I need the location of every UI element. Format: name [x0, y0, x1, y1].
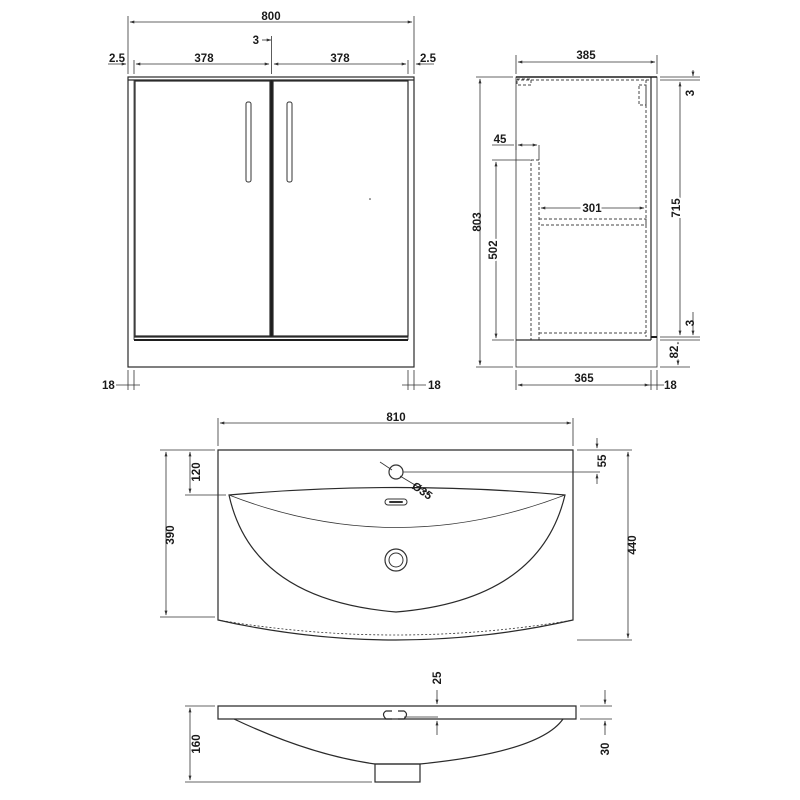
dim-bottom-gap: 3	[685, 320, 697, 326]
section-waste	[374, 763, 421, 783]
dim-shelf-depth: 301	[582, 203, 602, 215]
side-shelf	[538, 218, 647, 226]
dim-base-depth: 365	[574, 373, 594, 385]
basin-section-view: 25 160 30	[185, 671, 612, 783]
basin-bowl	[228, 486, 566, 613]
section-rim	[217, 705, 577, 720]
handle-left	[245, 101, 252, 183]
dim-door-right: 378	[330, 53, 350, 65]
dim-door-left: 378	[194, 53, 214, 65]
dim-bowl-depth: 390	[165, 525, 177, 544]
cabinet-outline	[127, 76, 415, 368]
dim-height: 803	[472, 212, 484, 231]
dim-door-height: 502	[488, 240, 500, 259]
dim-overall-width: 800	[261, 11, 280, 23]
side-outline	[515, 76, 658, 368]
dim-rim-thickness: 25	[432, 671, 444, 684]
dim-tap-offset: 120	[191, 462, 203, 481]
dim-base-panel: 18	[664, 380, 677, 392]
handle-right	[286, 101, 293, 183]
section-bowl	[233, 718, 564, 765]
dim-basin-width: 810	[386, 412, 405, 424]
dim-top-gap: 3	[685, 90, 697, 96]
side-door-panel	[530, 159, 540, 341]
dim-section-height: 160	[191, 734, 203, 753]
dim-door-offset: 45	[494, 134, 507, 146]
dim-depth: 385	[576, 50, 596, 62]
dim-tap-back: 55	[597, 454, 609, 467]
dim-center-gap: 3	[253, 35, 259, 47]
dim-side-gap-right: 2.5	[420, 53, 437, 65]
dim-edge-depth: 30	[600, 743, 612, 756]
dim-overall-depth: 440	[627, 535, 639, 554]
dim-side-gap-left: 2.5	[109, 53, 126, 65]
basin-plan-view: 810 120 390 55 440 Ø35	[160, 412, 639, 641]
front-view: 800 3 2.5 378 378 2.5 18 18	[102, 11, 441, 392]
dim-leg-left: 18	[102, 380, 115, 392]
dim-internal-height: 715	[671, 198, 683, 218]
door-right	[272, 80, 409, 337]
dim-tap-diameter: Ø35	[409, 480, 434, 503]
dim-leg-right: 18	[428, 380, 441, 392]
door-left	[134, 80, 271, 337]
dim-plinth: 82	[669, 346, 681, 359]
side-view: 385 803 3 45 301 715 502 3	[472, 50, 700, 392]
basin-outline	[217, 449, 574, 641]
